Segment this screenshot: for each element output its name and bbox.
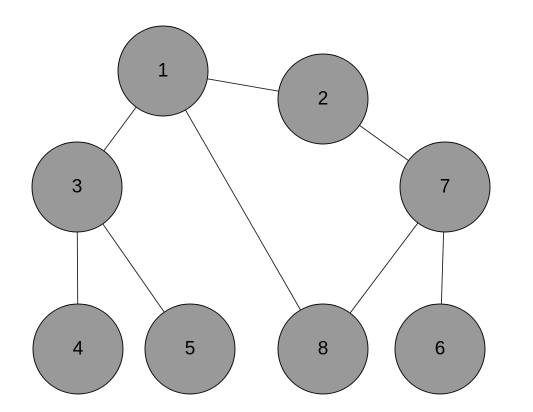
- node-label: 3: [72, 177, 83, 198]
- node-7: 7: [399, 141, 491, 233]
- node-label: 7: [440, 177, 451, 198]
- node-label: 8: [318, 339, 329, 360]
- node-label: 1: [158, 61, 169, 82]
- node-circle: [117, 25, 209, 117]
- node-circle: [394, 303, 486, 395]
- node-circle: [399, 141, 491, 233]
- node-circle: [277, 53, 369, 145]
- nodes-layer: 1 2 3 7 4 5 8 6: [31, 25, 491, 395]
- edge-7-6: [440, 231, 445, 305]
- node-3: 3: [31, 141, 123, 233]
- node-8: 8: [277, 303, 369, 395]
- node-circle: [31, 141, 123, 233]
- node-6: 6: [394, 303, 486, 395]
- node-4: 4: [32, 303, 124, 395]
- node-label: 5: [185, 339, 196, 360]
- node-label: 6: [435, 339, 446, 360]
- edge-3-5: [102, 223, 165, 313]
- edge-2-7: [359, 124, 409, 162]
- node-circle: [277, 303, 369, 395]
- edges-layer: [76, 78, 445, 314]
- node-circle: [32, 303, 124, 395]
- node-2: 2: [277, 53, 369, 145]
- node-1: 1: [117, 25, 209, 117]
- node-label: 2: [318, 89, 329, 110]
- node-label: 4: [73, 339, 84, 360]
- edge-7-8: [349, 222, 419, 314]
- edge-1-8: [185, 109, 301, 311]
- edge-1-2: [207, 78, 279, 92]
- node-5: 5: [144, 303, 236, 395]
- edge-1-3: [103, 106, 137, 152]
- node-circle: [144, 303, 236, 395]
